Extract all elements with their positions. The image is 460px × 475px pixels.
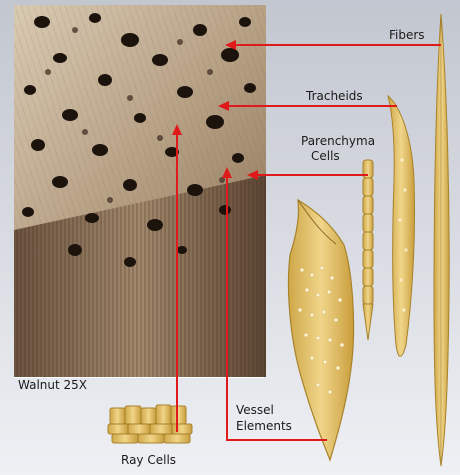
parenchyma-strand [363,160,373,340]
ray-cells-label: Ray Cells [121,453,176,467]
parenchyma-label-line1: Parenchyma [301,134,375,148]
magnification-label: Walnut 25X [18,378,87,392]
tracheids-label: Tracheids [306,89,363,103]
parenchyma-label-line2: Cells [311,149,340,163]
walnut-wood-photo [14,5,266,378]
vessel-label-line2: Elements [236,419,292,433]
ray-cells [108,405,192,443]
vessel-label-line1: Vessel [236,403,274,417]
fibers-label: Fibers [389,28,425,42]
